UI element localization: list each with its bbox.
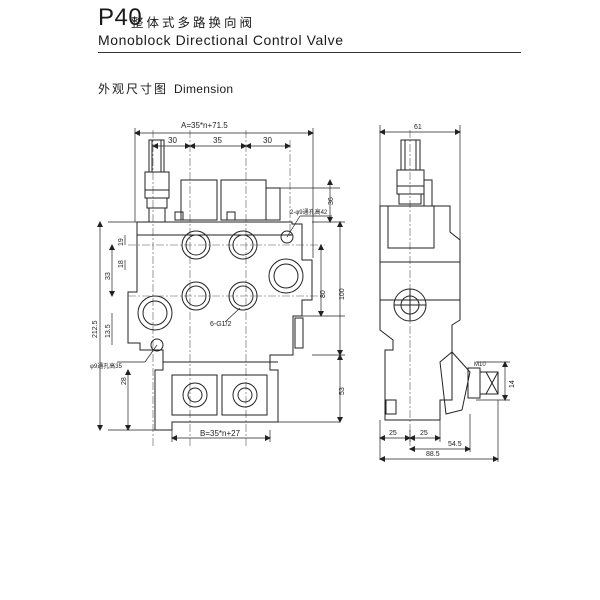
dim-53: 53 [339,387,346,395]
title-english: Monoblock Directional Control Valve [98,32,344,48]
dim-100: 100 [339,288,346,300]
dim-212-5: 212.5 [92,320,99,338]
side-bottom-cap [385,399,397,415]
mount-hole-top-label: 2-φ9通孔高42 [290,208,328,216]
section-title-english: Dimension [174,82,234,96]
mount-hole-top [280,230,294,244]
dim-33: 33 [105,272,112,280]
side-body-outline [379,205,461,421]
front-view: A=35*n+71.5 30 35 30 36 2-φ9通孔高42 19 18 … [90,121,346,446]
label-m10: M10 [474,362,486,368]
dim-19: 19 [118,238,125,246]
lever-caps [174,179,281,221]
valve-body-outline [127,221,313,431]
dim-80: 80 [320,290,327,298]
port-label: 6-G1/2 [210,321,232,328]
side-dimensions [379,125,510,462]
dim-14: 14 [509,380,516,388]
section-title: 外观尺寸图 Dimension [98,80,233,97]
front-centerlines [128,130,325,446]
side-plug [294,317,304,349]
section-title-chinese: 外观尺寸图 [98,82,169,96]
dim-54-5: 54.5 [448,441,462,448]
dim-13-5: 13.5 [105,324,112,338]
side-spool-stem [396,139,433,207]
dim-spacing-mid: 35 [213,136,222,145]
dim-88-5: 88.5 [426,451,440,458]
title-chinese: 整体式多路换向阀 [131,15,256,30]
spool-stem [144,139,170,223]
dim-side-top-width: 61 [414,124,422,131]
dim-overall-width: A=35*n+71.5 [181,121,228,130]
mount-hole-bottom [150,338,164,352]
dim-25-right: 25 [420,430,428,437]
side-view: 61 M10 14 25 25 54.5 88.5 [379,124,516,462]
side-lever [439,351,499,415]
dim-spacing-left: 30 [168,136,177,145]
header-divider [98,52,521,53]
port-circles [137,230,304,331]
dim-25-left: 25 [389,430,397,437]
mount-hole-bottom-label: φ9通孔高35 [90,362,123,370]
bottom-spool-ends [171,374,268,416]
dim-height-top: 36 [328,197,335,205]
dim-18: 18 [118,260,125,268]
dim-28: 28 [121,377,128,385]
front-dimensions [97,128,345,442]
model-number: P40 [98,4,143,31]
dim-bottom-width: B=35*n+27 [200,429,241,438]
dim-spacing-right: 30 [263,136,272,145]
